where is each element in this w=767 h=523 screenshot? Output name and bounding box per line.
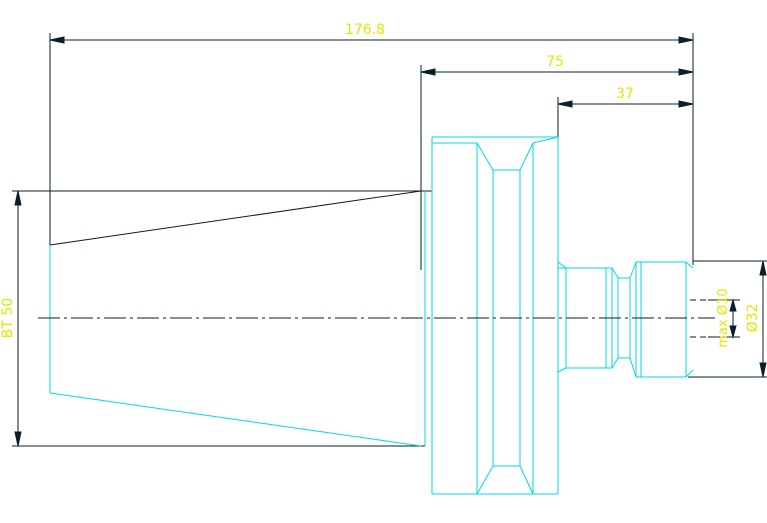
- shank-step-bottom: [557, 367, 567, 373]
- dim-text-taper-spec: BT 50: [0, 298, 16, 338]
- relief-bottom-left: [611, 357, 619, 369]
- dim-bt50-arrow-top: [14, 190, 22, 206]
- dim-37-arrow-left: [557, 100, 573, 108]
- dim-d10-arrow-top: [729, 298, 737, 312]
- dimension-lines: [12, 33, 767, 447]
- vgroove-left-bottom-chamfer: [476, 465, 494, 495]
- dim-text-overall-length: 176.8: [345, 22, 385, 38]
- nose-bottom-chamfer: [685, 369, 694, 378]
- dim-d32-arrow-top: [759, 260, 767, 276]
- relief-top-right: [629, 261, 637, 279]
- relief-top-left: [611, 267, 619, 279]
- dim-d32-arrow-bottom: [759, 362, 767, 378]
- shank-step-top: [557, 261, 567, 269]
- vgroove-right-top-chamfer: [519, 142, 534, 171]
- dim-bt50-arrow-bottom: [14, 431, 22, 447]
- relief-bottom-right: [629, 357, 637, 378]
- taper-top-edge: [49, 190, 422, 246]
- dim-d10-arrow-bottom: [729, 325, 737, 339]
- dim-text-flange-to-end: 75: [546, 54, 564, 70]
- vgroove-left-top-chamfer: [476, 142, 494, 171]
- dim-37-arrow-right: [678, 100, 694, 108]
- dim-75-arrow-right: [678, 68, 694, 76]
- nose-top-chamfer: [685, 261, 694, 269]
- dim-176-8-arrow-right: [678, 36, 694, 44]
- dim-text-shank-length: 37: [616, 86, 634, 102]
- bore-hidden-lines: [690, 299, 712, 338]
- taper-bottom-edge: [49, 392, 422, 447]
- flange-step-2-top: [532, 136, 559, 144]
- dim-75-arrow-left: [420, 68, 436, 76]
- dim-176-8-arrow-left: [49, 36, 65, 44]
- vgroove-right-bottom-chamfer: [519, 465, 534, 495]
- dim-text-max-bore: max Ø10: [716, 288, 731, 347]
- dim-text-shank-diameter: Ø32: [745, 304, 761, 333]
